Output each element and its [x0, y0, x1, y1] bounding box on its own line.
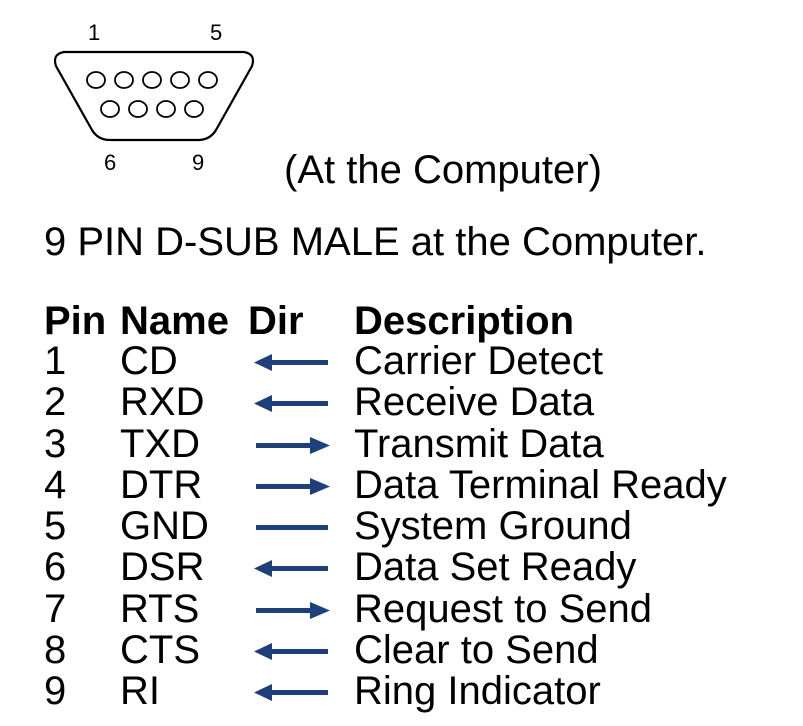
arrow-shaft: [256, 607, 314, 613]
signal-name: GND: [120, 504, 209, 549]
pin-9-label: 9: [192, 150, 204, 175]
pin-1-label: 1: [88, 20, 100, 45]
header-pin: Pin: [44, 299, 107, 343]
connector-title: 9 PIN D-SUB MALE at the Computer.: [44, 220, 707, 264]
signal-description: Receive Data: [354, 380, 595, 425]
arrow-shaft: [266, 401, 328, 407]
table-row: 5 GND System Ground: [0, 506, 803, 547]
db9-male-connector-icon: 1 5 6 9: [53, 20, 255, 175]
direction-arrow-icon: [252, 424, 332, 465]
arrow-shaft: [266, 649, 328, 655]
table-row: 8 CTS Clear to Send: [0, 630, 803, 671]
arrow-head-left: [254, 354, 272, 371]
signal-description: System Ground: [354, 504, 632, 549]
pin-number: 6: [44, 545, 67, 590]
table-row: 6 DSR Data Set Ready: [0, 547, 803, 588]
direction-arrow-icon: [252, 589, 332, 630]
connector-pins-bottom-row: [100, 100, 204, 118]
arrow-shaft: [256, 525, 328, 531]
connector-pins-top-row: [86, 71, 218, 89]
arrow-head-right: [310, 601, 330, 619]
header-name: Name: [120, 299, 229, 343]
pin-number: 5: [44, 504, 67, 549]
signal-description: Data Terminal Ready: [354, 462, 727, 507]
arrow-head-right: [310, 436, 330, 454]
arrow-shaft: [266, 360, 328, 365]
arrow-head-left: [254, 684, 272, 702]
pin-number: 2: [44, 380, 67, 425]
pin-number: 9: [44, 669, 67, 714]
pin-number: 4: [44, 462, 67, 507]
header-dir: Dir: [248, 299, 304, 343]
signal-description: Carrier Detect: [354, 339, 603, 383]
signal-name: RI: [120, 669, 160, 714]
pin-number: 8: [44, 628, 67, 673]
table-row: 3 TXD Transmit Data: [0, 421, 803, 466]
arrow-shaft: [266, 690, 328, 696]
signal-description: Ring Indicator: [354, 669, 601, 714]
signal-description: Clear to Send: [354, 628, 599, 673]
arrow-shaft: [256, 483, 314, 489]
pin-5-label: 5: [210, 20, 222, 45]
direction-arrow-icon: [252, 506, 332, 547]
direction-arrow-icon: [252, 547, 332, 588]
pin-6-label: 6: [104, 150, 116, 175]
arrow-head-left: [254, 643, 272, 661]
pin-number: 3: [44, 421, 67, 466]
signal-name: CTS: [120, 628, 200, 673]
arrow-head-left: [254, 395, 272, 413]
signal-description: Transmit Data: [354, 421, 604, 466]
signal-description: Data Set Ready: [354, 545, 637, 590]
table-row: 9 RI Ring Indicator: [0, 671, 803, 712]
signal-name: CD: [120, 339, 178, 383]
table-row: 4 DTR Data Terminal Ready: [0, 462, 803, 507]
location-caption: (At the Computer): [284, 148, 602, 192]
signal-name: DSR: [120, 545, 205, 590]
arrow-head-left: [254, 560, 272, 578]
signal-name: TXD: [120, 421, 200, 466]
header-description: Description: [354, 299, 575, 343]
direction-arrow-icon: [252, 382, 332, 423]
pin-number: 1: [44, 339, 67, 383]
table-row: 1 CD Carrier Detect: [0, 341, 803, 382]
pinout-table: 1 CD Carrier Detect 2 RXD Receive Data 3…: [0, 341, 803, 713]
arrow-shaft: [266, 566, 328, 572]
table-row: 7 RTS Request to Send: [0, 586, 803, 631]
direction-arrow-icon: [252, 630, 332, 671]
direction-arrow-icon: [252, 465, 332, 506]
signal-name: RXD: [120, 380, 205, 425]
signal-name: DTR: [120, 462, 203, 507]
direction-arrow-icon: [252, 341, 332, 382]
direction-arrow-icon: [252, 671, 332, 712]
pinout-table-header: Pin Name Dir Description: [0, 299, 803, 343]
table-row: 2 RXD Receive Data: [0, 382, 803, 423]
pin-number: 7: [44, 586, 67, 631]
connector-shell: [53, 50, 255, 142]
signal-name: RTS: [120, 586, 200, 631]
signal-description: Request to Send: [354, 586, 652, 631]
arrow-shaft: [256, 442, 314, 448]
arrow-head-right: [310, 477, 330, 495]
